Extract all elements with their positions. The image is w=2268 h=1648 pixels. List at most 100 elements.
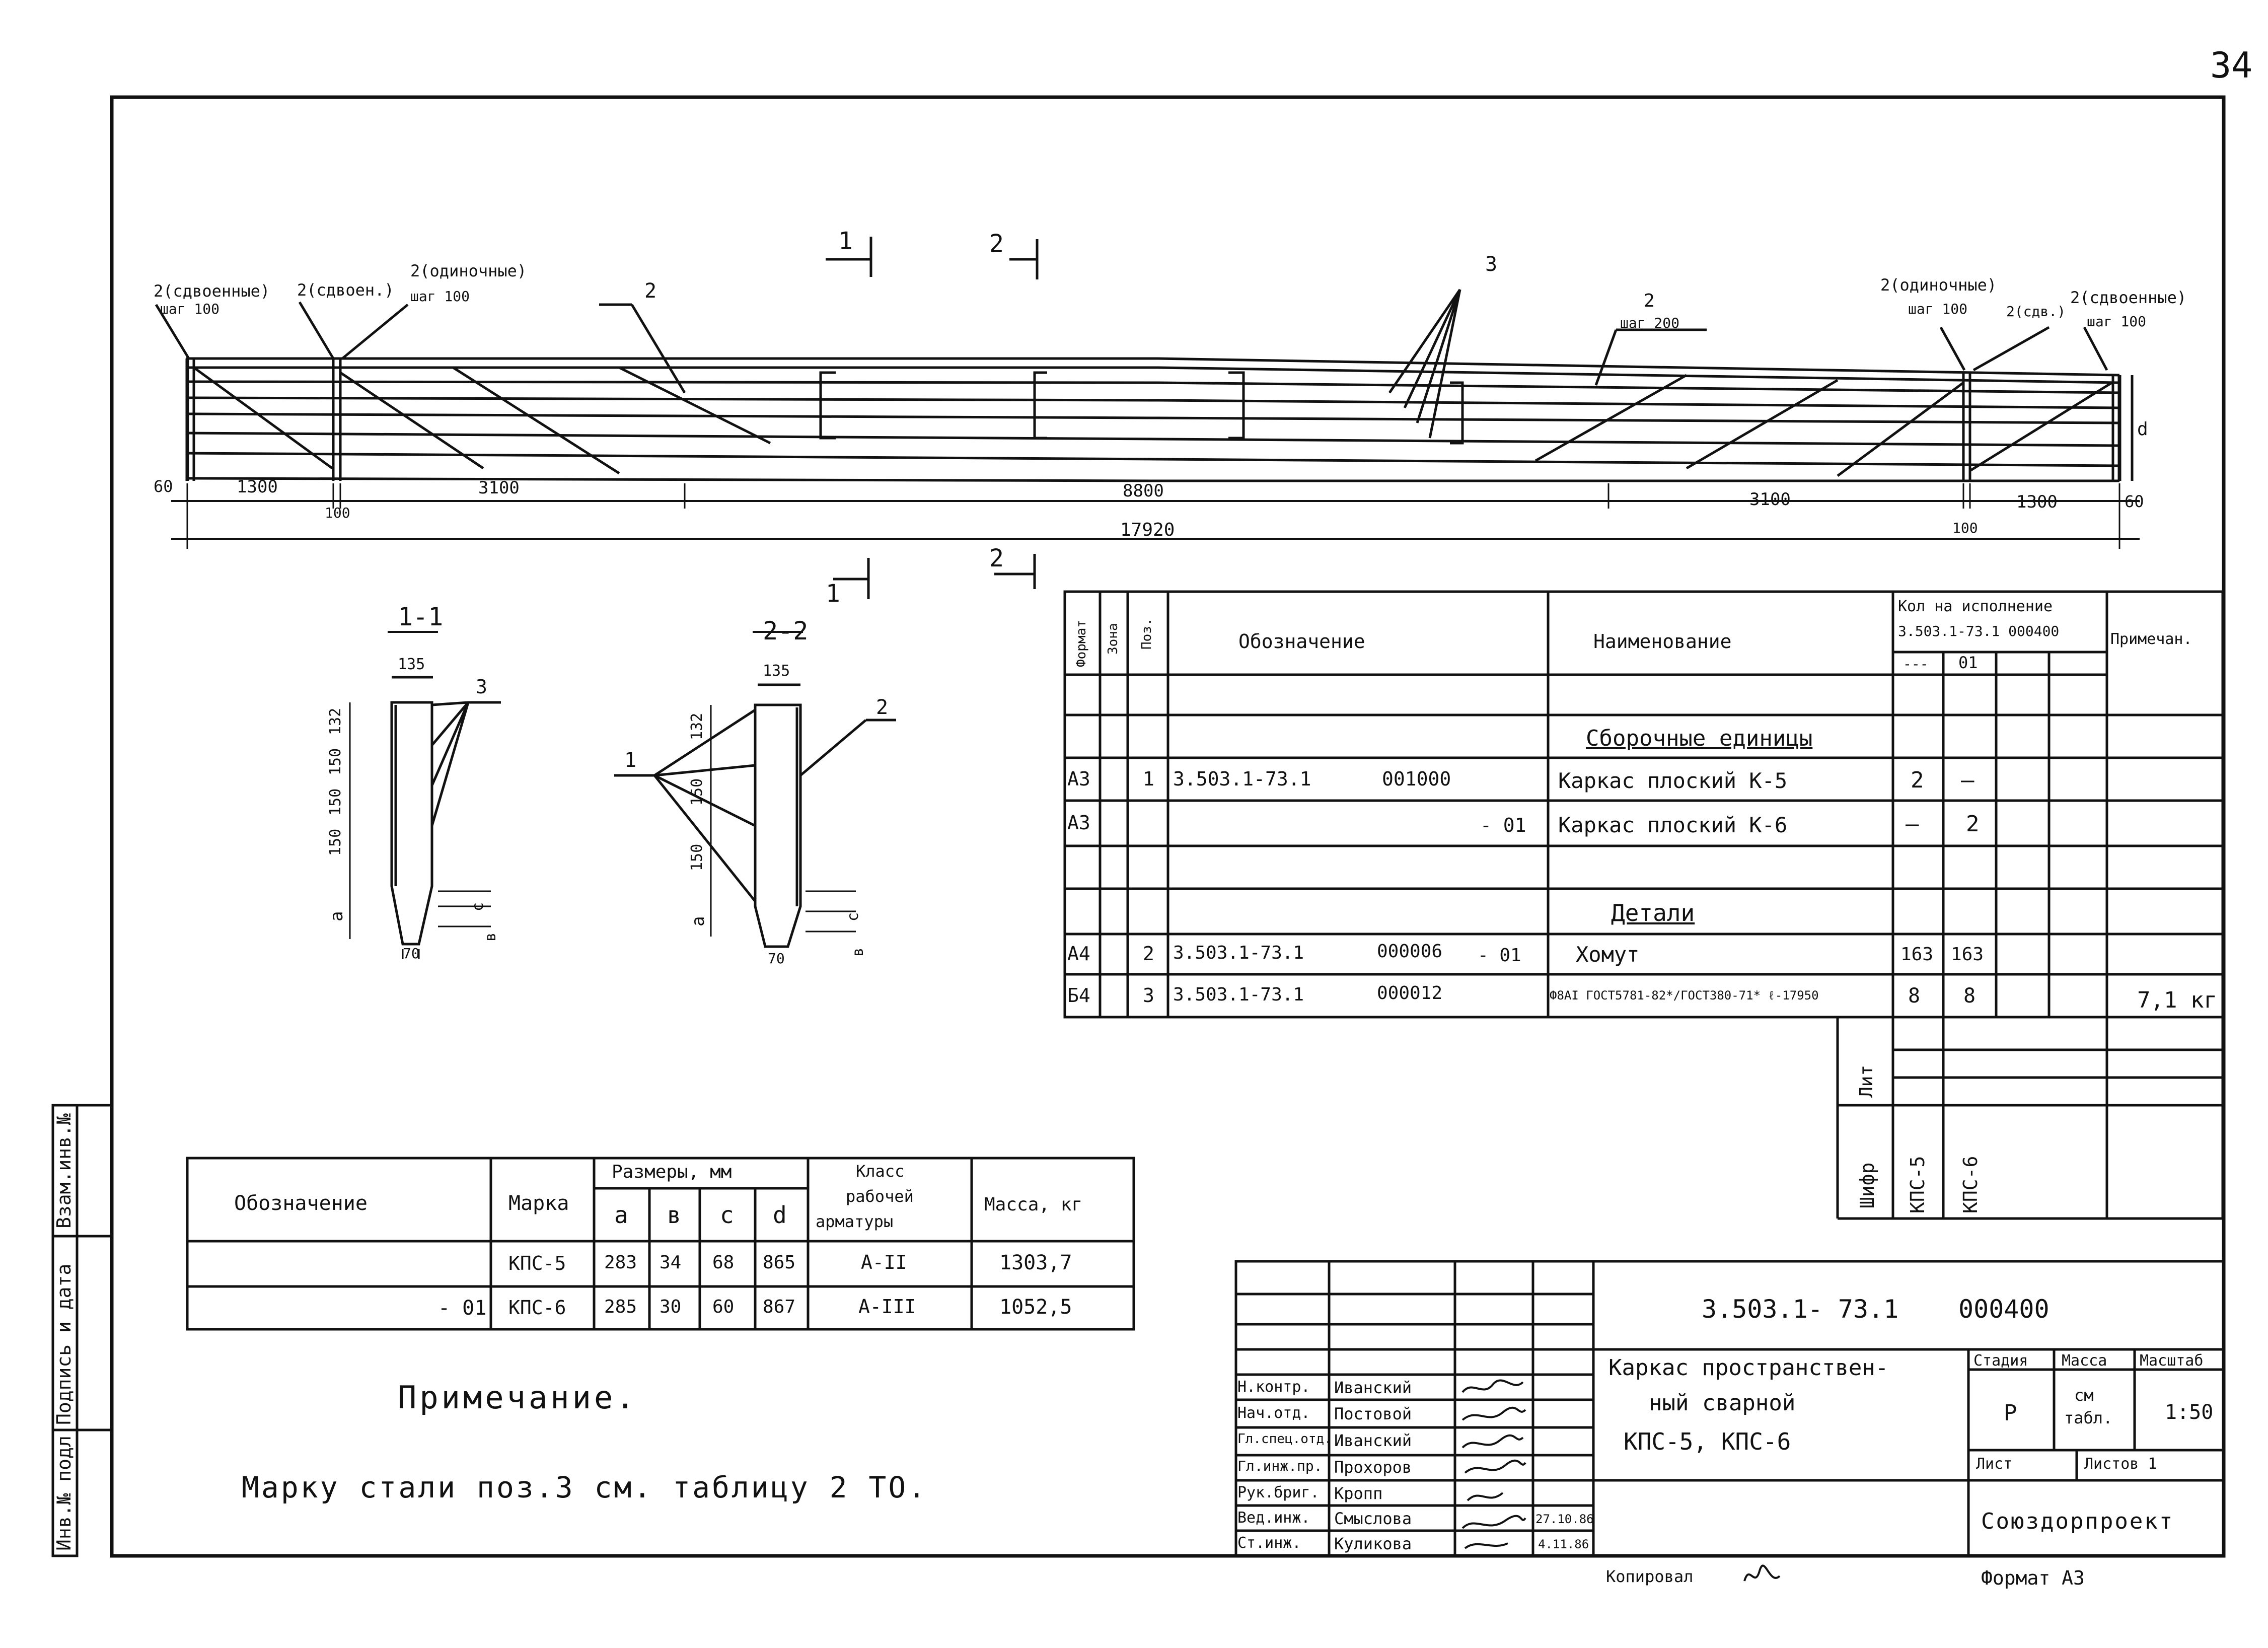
spec-row1-q2: — (1961, 767, 1974, 793)
tb-role-3: Гл.спец.отд. (1237, 1431, 1332, 1447)
section-2-2-dim-c: c (844, 912, 862, 921)
dim-seg2: 3100 (478, 478, 520, 498)
spec-row4-q2: 8 (1963, 984, 1976, 1008)
spec-row3-pos: 2 (1143, 943, 1154, 965)
sizes-header-designation: Обозначение (234, 1192, 368, 1215)
spec-row1-name: Каркас плоский К-5 (1558, 768, 1788, 793)
dim-gap-right: 100 (1952, 520, 1978, 536)
sizes-header-c: c (720, 1201, 734, 1229)
beam-elevation-lines (155, 237, 2140, 599)
spec-row1-q1: 2 (1911, 767, 1924, 793)
section-1-1-dim-c: c (469, 902, 487, 911)
spec-section-units: Сборочные единицы (1586, 726, 1813, 751)
tb-role-2: Нач.отд. (1237, 1404, 1310, 1422)
spec-row3-variant: - 01 (1478, 945, 1521, 966)
tb-title-line3: КПС-5, КПС-6 (1624, 1428, 1791, 1455)
dim-middle: 8800 (1123, 481, 1164, 501)
spec-header-variant-01: 01 (1958, 653, 1978, 672)
tb-role-4: Гл.инж.пр. (1237, 1458, 1323, 1474)
callout-right-stirrup: 2 (1644, 291, 1655, 311)
sizes-row1-mass: 1303,7 (999, 1251, 1072, 1274)
note-text: Марку стали поз.3 см. таблицу 2 ТО. (242, 1470, 928, 1504)
spec-row4-name: Ф8АI ГОСТ5781-82*/ГОСТ380-71* ℓ-17950 (1550, 988, 1819, 1002)
dim-seg1: 1300 (237, 477, 278, 497)
tb-role-5: Рук.бриг. (1237, 1484, 1320, 1501)
spec-cipher-label: Шифр (1856, 1162, 1878, 1208)
section-1-1-dim-3: 150 (327, 788, 344, 816)
sizes-table-grid (186, 1157, 1135, 1331)
section-1-1-title: 1-1 (398, 602, 444, 631)
sizes-row2-mark: КПС-6 (508, 1297, 566, 1319)
section-1-1-dim-b: в (482, 932, 499, 942)
section-mark-2-top: 2 (989, 230, 1004, 258)
tb-copied: Копировал (1606, 1567, 1694, 1586)
section-2-2-dim-a: a (688, 916, 708, 926)
section-1-1-dim-2: 150 (327, 748, 344, 775)
spec-row2-variant: - 01 (1480, 814, 1526, 836)
spec-cipher-1: КПС-5 (1907, 1156, 1929, 1213)
section-1-1-width: 135 (398, 656, 425, 673)
stamp-label-inventory: Инв.№ подл. (53, 1424, 75, 1551)
callout-right-single: 2(одиночные) (1880, 275, 1997, 295)
callout-right-double-step: шаг 100 (2087, 313, 2147, 330)
spec-header-name: Наименование (1593, 630, 1732, 653)
sizes-row2-d: 867 (763, 1297, 796, 1317)
section-2-2-dim-b: в (849, 947, 867, 957)
section-mark-2-bottom: 2 (989, 544, 1004, 572)
copier-signature-image (1743, 1564, 1781, 1582)
spec-row4-pos: 3 (1143, 984, 1154, 1007)
spec-header-designation: Обозначение (1238, 630, 1365, 653)
tb-doc-code: 3.503.1- 73.1 (1702, 1295, 1899, 1324)
sizes-header-mass: Масса, кг (984, 1194, 1083, 1215)
spec-row1-format: А3 (1067, 768, 1090, 790)
sizes-row1-d: 865 (763, 1252, 796, 1273)
stamp-label-signature-date: Подпись и дата (53, 1263, 75, 1425)
tb-mass-line2: табл. (2064, 1408, 2113, 1427)
sizes-header-class-1: Класс (856, 1162, 905, 1181)
callout-right-single-step: шаг 100 (1908, 301, 1968, 317)
spec-row3-designation: 3.503.1-73.1 (1173, 943, 1304, 963)
tb-name-1: Иванский (1334, 1378, 1412, 1397)
sizes-row1-class: А-II (861, 1251, 907, 1273)
callout-bars: 3 (1485, 253, 1498, 276)
sizes-row2-class: А-III (858, 1296, 916, 1318)
sizes-row2-a: 285 (604, 1297, 637, 1317)
sizes-header-b: в (667, 1201, 681, 1229)
section-2-2-lines (614, 631, 896, 948)
dim-seg3: 3100 (1749, 489, 1791, 510)
spec-cipher-2: КПС-6 (1959, 1156, 1982, 1213)
spec-lit-label: Лит (1856, 1064, 1877, 1098)
spec-row4-designation: 3.503.1-73.1 (1173, 984, 1304, 1005)
callout-left-double-short: 2(сдвоен.) (297, 280, 394, 300)
tb-scale: 1:50 (2165, 1401, 2214, 1424)
tb-name-2: Постовой (1334, 1404, 1412, 1423)
callout-left-double: 2(сдвоенные) (154, 281, 270, 301)
tb-name-5: Кропп (1334, 1484, 1383, 1503)
spec-row2-q1: — (1906, 811, 1919, 837)
tb-date-6: 27.10.86 (1535, 1512, 1594, 1526)
spec-row3-q2: 163 (1951, 944, 1984, 965)
spec-row1-code: 001000 (1382, 768, 1451, 790)
tb-scale-label: Масштаб (2140, 1352, 2204, 1370)
section-mark-1-top: 1 (838, 227, 853, 255)
section-arrows (826, 237, 1039, 599)
section-2-2-dim-3: 150 (688, 843, 706, 871)
page-number: 34 (2210, 45, 2253, 86)
spec-section-parts: Детали (1611, 899, 1695, 926)
callout-left-single-step: шаг 100 (410, 288, 470, 305)
dim-end-right: 60 (2125, 492, 2144, 511)
sizes-row2-mass: 1052,5 (999, 1296, 1072, 1319)
sizes-header-class-2: рабочей (846, 1187, 914, 1206)
tb-role-1: Н.контр. (1237, 1378, 1310, 1396)
tb-name-7: Куликова (1334, 1534, 1412, 1553)
spec-table-grid (1063, 590, 2224, 1220)
section-2-2-width: 135 (763, 662, 790, 680)
section-1-1-dim-4: 150 (327, 828, 344, 856)
sizes-row1-mark: КПС-5 (508, 1252, 566, 1274)
sizes-row1-c: 68 (712, 1252, 735, 1273)
callout-left-single: 2(одиночные) (410, 261, 527, 280)
section-1-1-lines (349, 631, 501, 959)
side-stamp-grid (51, 1104, 112, 1557)
section-2-2-dim-1: 132 (688, 712, 706, 740)
spec-row2-format: А3 (1067, 812, 1090, 834)
